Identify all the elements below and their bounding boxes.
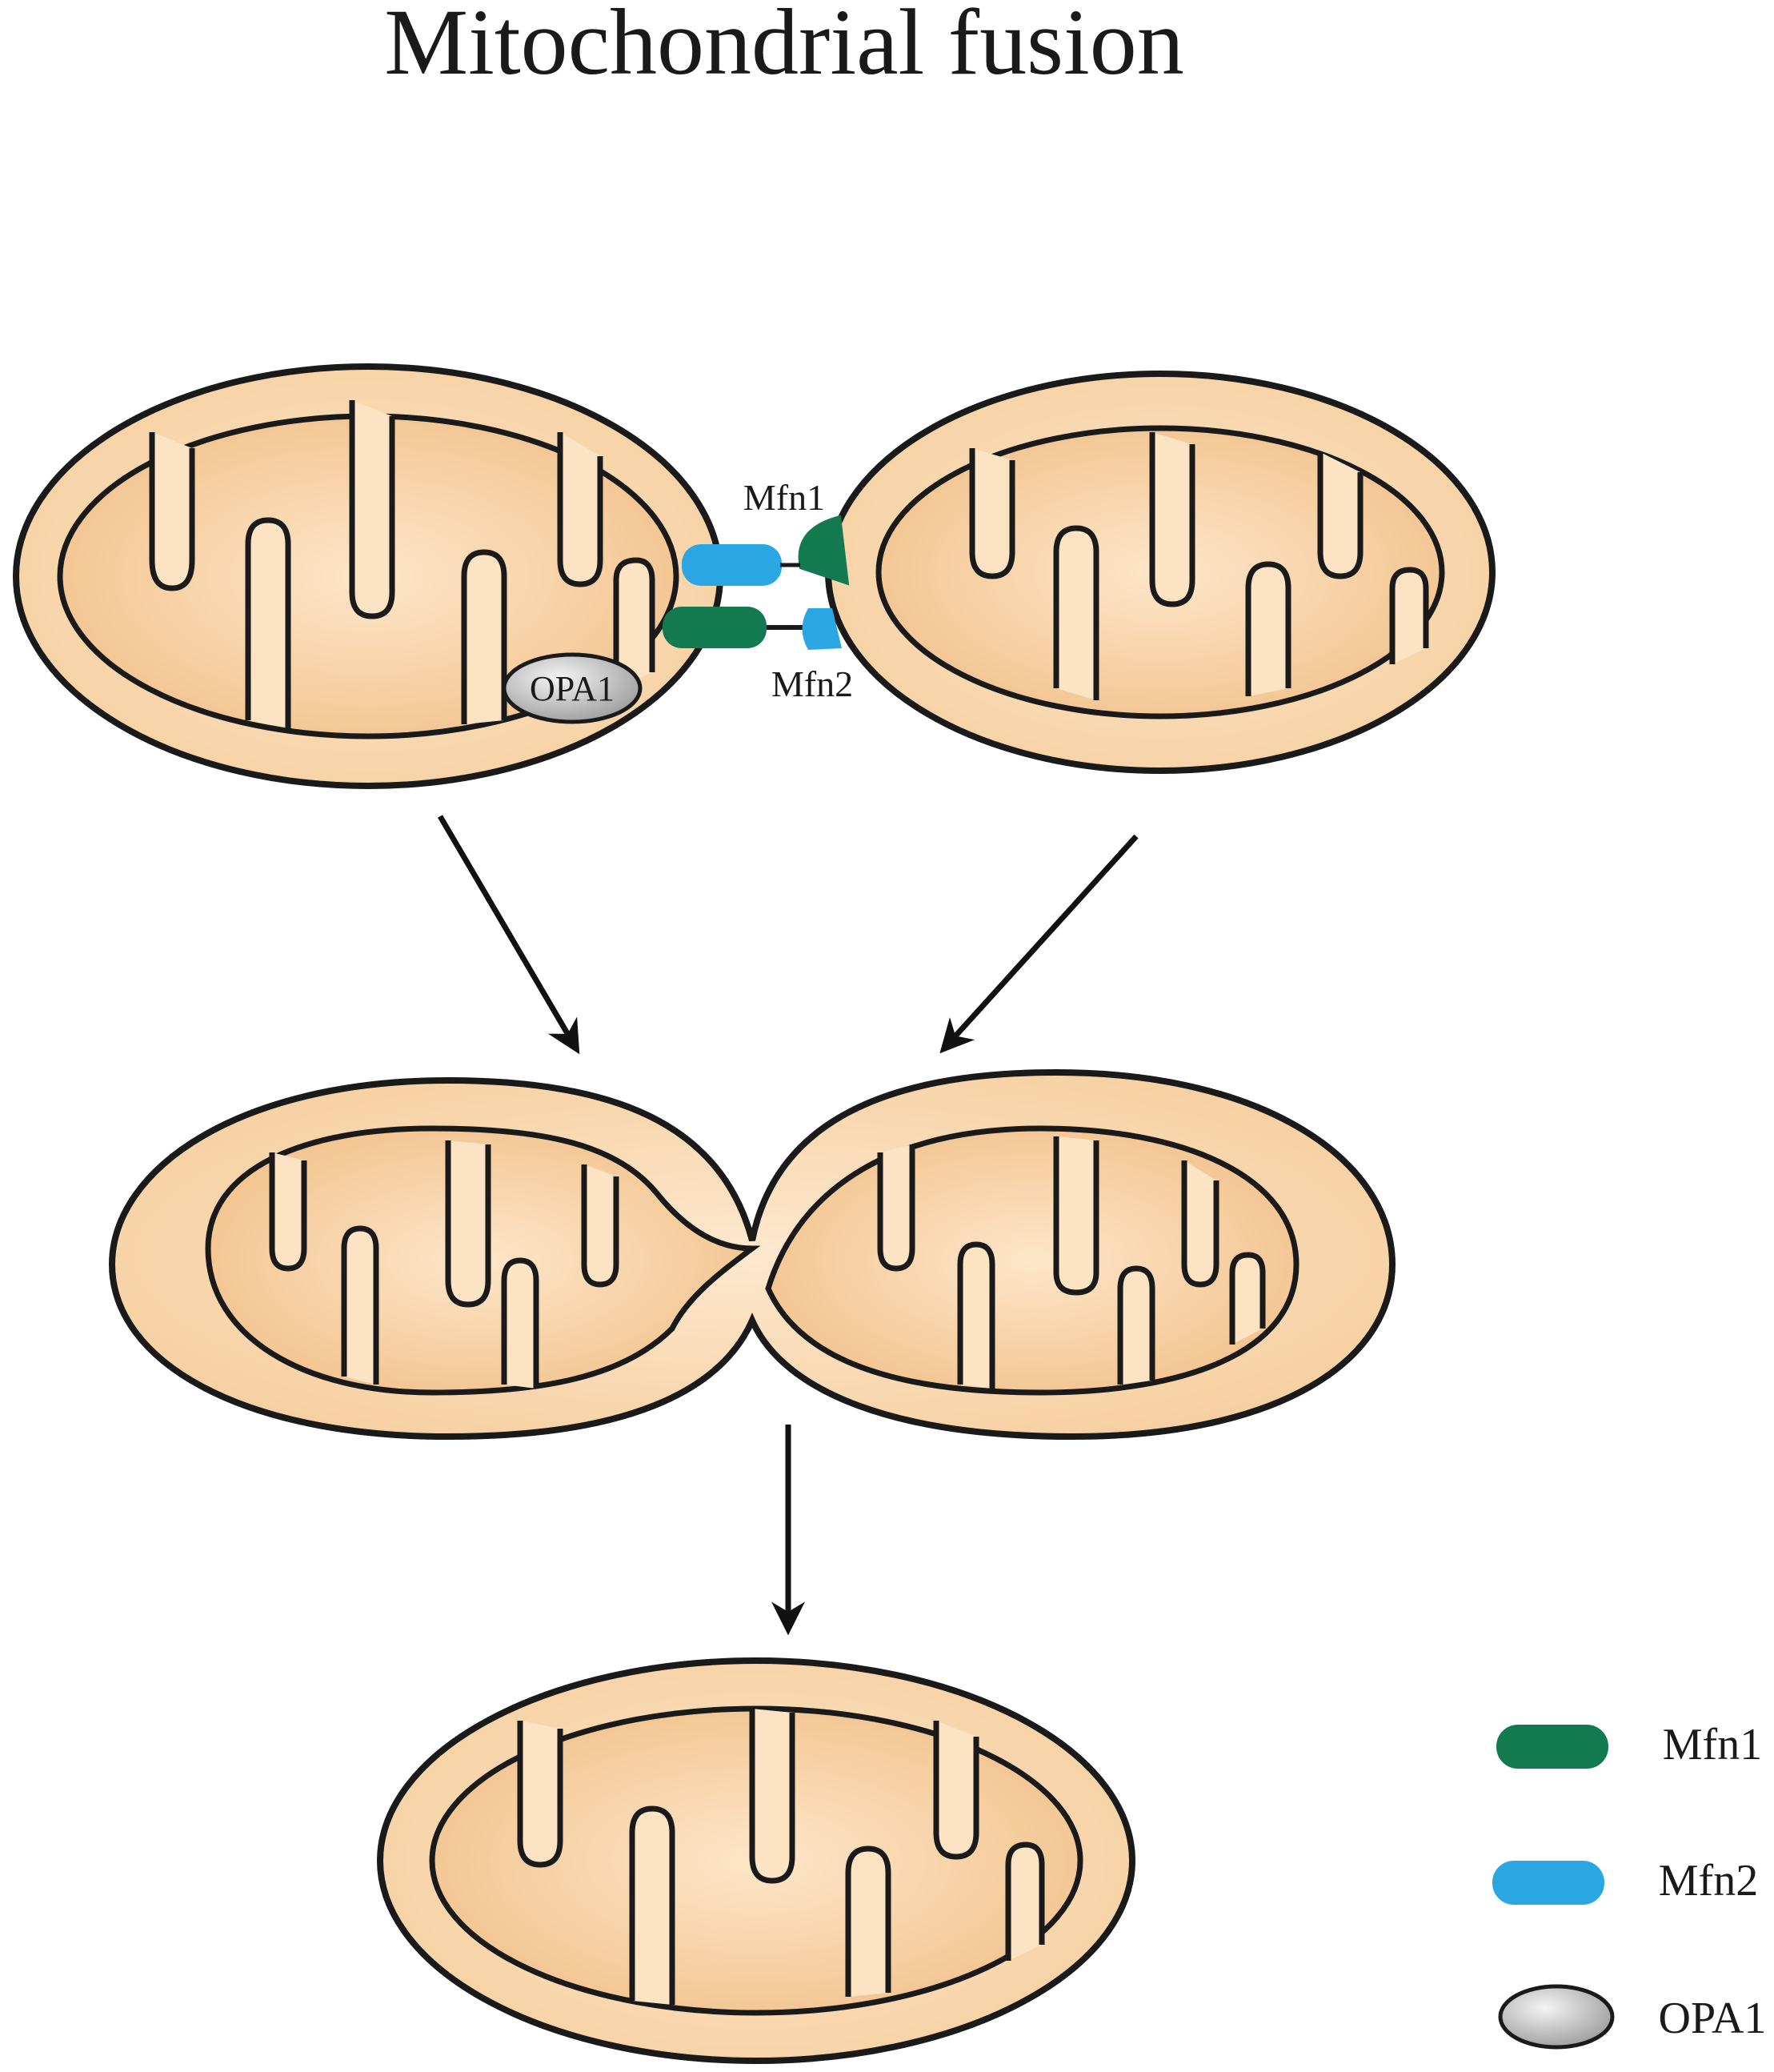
- cristae-fusing: [269, 1136, 1266, 1389]
- cristae-left: [149, 400, 655, 728]
- legend-label-mfn2: Mfn2: [1659, 1856, 1758, 1906]
- opa1-protein: OPA1: [502, 652, 643, 724]
- opa1-label: OPA1: [530, 669, 615, 708]
- mfn2-right-anchor: [802, 608, 842, 650]
- mitochondrion-left: [13, 363, 723, 789]
- legend-label-mfn1: Mfn1: [1663, 1720, 1762, 1769]
- mfn1-left-tether: [663, 607, 767, 648]
- page-title: Mitochondrial fusion: [384, 0, 1184, 94]
- arrow-left-down: [437, 815, 580, 1055]
- mitochondrion-fused: [377, 1657, 1135, 2064]
- mfn2-left-tether: [682, 544, 782, 586]
- arrow-right-down: [939, 834, 1139, 1054]
- legend-swatch-mfn2: [1492, 1861, 1604, 1905]
- legend-label-opa1: OPA1: [1659, 1994, 1767, 2043]
- legend: Mfn1 Mfn2 OPA1: [1492, 1720, 1767, 2050]
- mitochondrion-right: [825, 371, 1496, 774]
- mitochondria-fusing: [108, 1068, 1396, 1441]
- legend-swatch-mfn1: [1496, 1725, 1608, 1769]
- legend-swatch-opa1: [1498, 1984, 1615, 2050]
- mfn-tethers: [663, 515, 850, 650]
- mfn2-label: Mfn2: [771, 663, 853, 704]
- cristae-fused: [517, 1709, 1045, 2005]
- mfn1-label: Mfn1: [743, 477, 825, 518]
- cristae-right: [969, 432, 1429, 700]
- mfn1-right-anchor: [798, 515, 850, 586]
